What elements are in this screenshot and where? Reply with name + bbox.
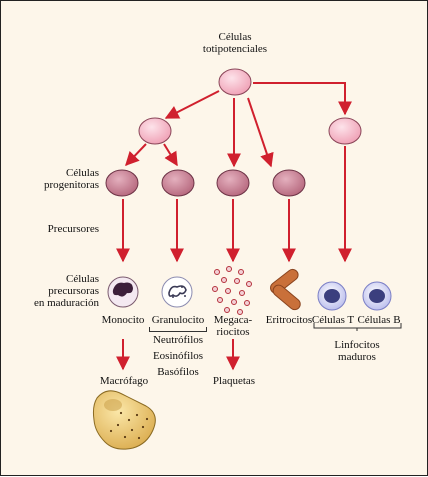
progenitor-cell-erythroid <box>272 169 306 197</box>
arrow-myeloid-to-granulocyte-line <box>163 143 178 167</box>
erythrocyte-label: Eritrocitos <box>265 314 313 326</box>
lymphoid-stem-cell <box>328 117 362 145</box>
granulocyte-label: Granulocito Neutrófilos Eosinófilos Basó… <box>141 314 215 378</box>
myeloid-stem-cell <box>138 117 172 145</box>
stem-cell-label: Células totipotenciales <box>202 31 268 55</box>
progenitor-cell-granulocyte <box>161 169 195 197</box>
b-cell <box>362 281 392 311</box>
lymphocyte-bracket <box>313 323 402 331</box>
granulocyte-type-basophils: Basófilos <box>157 366 199 378</box>
t-cell-label: Células T <box>311 314 355 326</box>
stem-cell <box>218 68 252 96</box>
lineage-arrows <box>116 82 352 371</box>
erythrocyte-cells <box>270 268 301 311</box>
b-cell-label: Células B <box>357 314 401 326</box>
precursors-row-label: Precursores <box>47 223 99 235</box>
progenitor-cell-monocyte <box>105 169 139 197</box>
granulocyte-bracket <box>149 327 207 332</box>
progenitor-row-label: Células progenitoras <box>44 167 99 191</box>
macrophage-cell <box>92 390 156 450</box>
arrow-stem-to-myeloid <box>164 90 220 119</box>
granulocyte-cell <box>161 276 193 308</box>
maturing-row-label: Células precursoras en maduración <box>33 273 99 309</box>
platelet-dots <box>212 266 252 315</box>
granulocyte-type-eosinophils: Eosinófilos <box>152 350 204 362</box>
granulocyte-name: Granulocito <box>151 314 205 326</box>
arrow-stem-to-erythroid-line <box>247 97 274 168</box>
arrow-stem-to-lymphoid <box>253 82 352 116</box>
platelets-label: Plaquetas <box>212 375 256 387</box>
monocyte-cell <box>107 276 139 308</box>
megakaryocyte-label: Megaca- riocitos <box>213 314 253 338</box>
progenitor-cell-megakaryocyte <box>216 169 250 197</box>
monocyte-label: Monocito <box>101 314 145 326</box>
macrophage-label: Macrófago <box>99 375 149 387</box>
arrow-myeloid-to-monocyte-line <box>125 143 147 167</box>
granulocyte-type-neutrophils: Neutrófilos <box>152 334 204 346</box>
mature-lymphocytes-label: Linfocitos maduros <box>334 339 380 363</box>
t-cell <box>317 281 347 311</box>
